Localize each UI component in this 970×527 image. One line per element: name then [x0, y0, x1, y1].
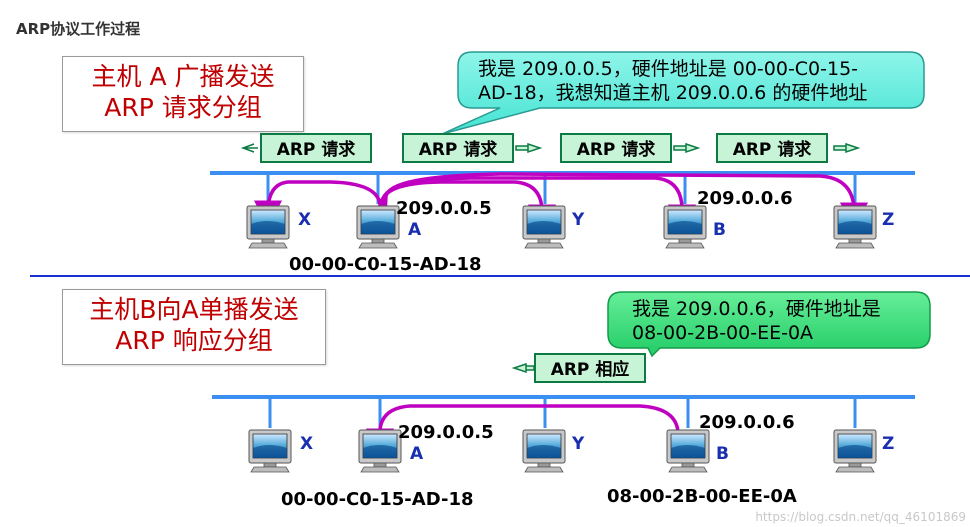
request-monitor-y-icon: [522, 205, 566, 249]
reply-title-line-2: ARP 响应分组: [115, 326, 273, 355]
request-monitor-x-icon: [246, 205, 290, 249]
reply-node-x-label: X: [300, 434, 314, 454]
reply-callout-line-2: 08-00-2B-00-EE-0A: [632, 322, 814, 344]
section-divider: [30, 275, 970, 277]
reply-a-ip: 209.0.0.5: [398, 422, 494, 443]
reply-monitor-x-icon: [248, 429, 292, 473]
request-monitor-a-icon: [356, 205, 400, 249]
request-a-ip: 209.0.0.5: [396, 198, 492, 219]
request-monitor-b-icon: [663, 205, 707, 249]
watermark: https://blog.csdn.net/qq_46101869: [755, 510, 966, 524]
request-packet-label-2: ARP 请求: [402, 133, 514, 163]
reply-direction-arrow: [511, 362, 535, 374]
request-callout-line-2: AD-18，我想知道主机 209.0.0.6 的硬件地址: [478, 82, 868, 104]
request-node-y-label: Y: [572, 210, 585, 230]
reply-node-a-label: A: [410, 444, 424, 464]
reply-title-box: 主机B向A单播发送 ARP 响应分组: [62, 289, 326, 365]
request-node-b-label: B: [713, 220, 726, 240]
reply-node-y-label: Y: [572, 434, 585, 454]
reply-node-z-label: Z: [882, 434, 895, 454]
request-direction-arrows: [240, 142, 861, 154]
request-title-line-2: ARP 请求分组: [104, 93, 262, 122]
request-callout-line-1: 我是 209.0.0.5，硬件地址是 00-00-C0-15-: [478, 58, 859, 80]
request-monitor-z-icon: [833, 205, 877, 249]
request-packet-label-3: ARP 请求: [560, 133, 672, 163]
reply-b-mac: 08-00-2B-00-EE-0A: [607, 486, 797, 507]
reply-node-b-label: B: [716, 444, 729, 464]
request-title-line-1: 主机 A 广播发送: [91, 62, 275, 91]
reply-monitor-y-icon: [522, 429, 566, 473]
reply-monitor-a-icon: [358, 429, 402, 473]
request-broadcast-arrows: [254, 172, 868, 233]
reply-packet-label: ARP 相应: [534, 353, 646, 383]
request-a-mac: 00-00-C0-15-AD-18: [289, 254, 482, 275]
page-title: ARP协议工作过程: [16, 20, 141, 38]
request-node-x-label: X: [298, 210, 312, 230]
request-packet-label-4: ARP 请求: [716, 133, 828, 163]
reply-callout-line-1: 我是 209.0.0.6，硬件地址是: [632, 298, 881, 320]
request-title-box: 主机 A 广播发送 ARP 请求分组: [62, 56, 304, 132]
reply-title-line-1: 主机B向A单播发送: [89, 295, 299, 324]
request-callout-bubble: [441, 51, 925, 135]
request-node-z-label: Z: [882, 210, 895, 230]
reply-callout-bubble: [607, 291, 931, 358]
request-node-a-label: A: [408, 220, 422, 240]
reply-monitor-z-icon: [833, 429, 877, 473]
reply-monitor-b-icon: [666, 429, 710, 473]
reply-b-ip: 209.0.0.6: [699, 412, 795, 433]
request-b-ip: 209.0.0.6: [697, 188, 793, 209]
reply-a-mac: 00-00-C0-15-AD-18: [281, 489, 474, 510]
request-packet-label-1: ARP 请求: [260, 133, 372, 163]
reply-unicast-arrow: [366, 404, 680, 458]
